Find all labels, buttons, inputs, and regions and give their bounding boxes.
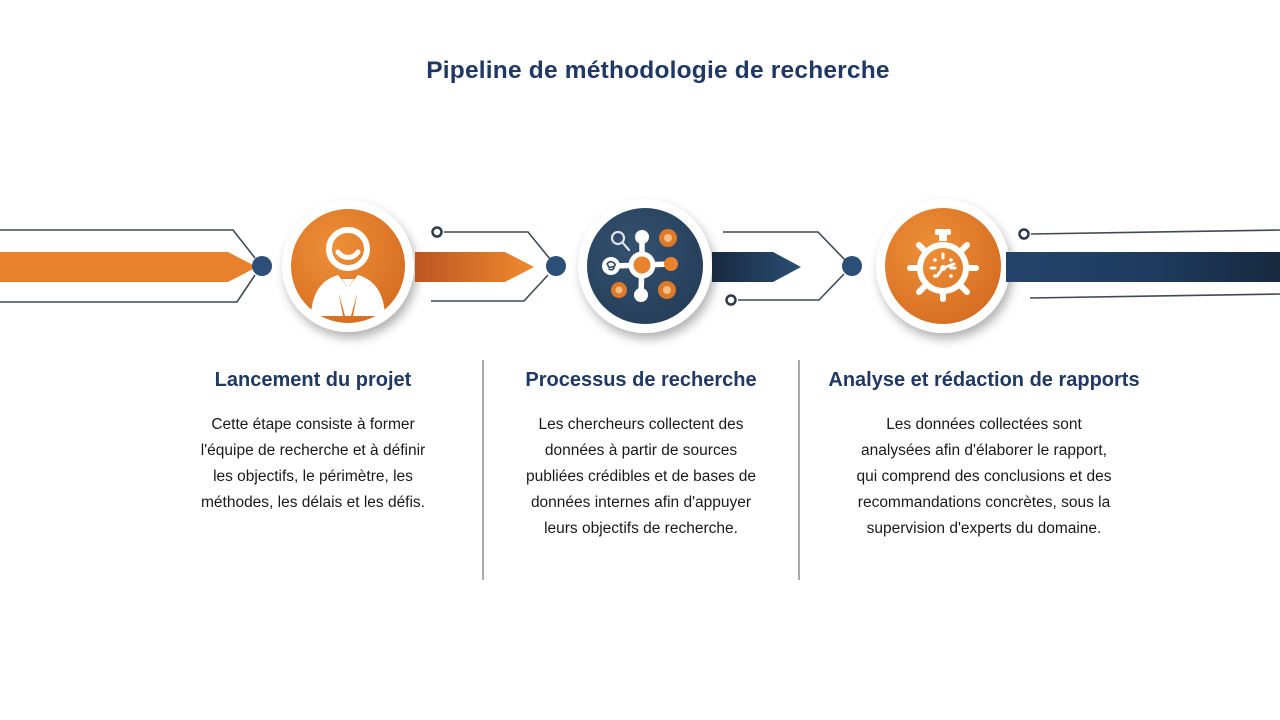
stage-heading: Lancement du projet (214, 369, 412, 391)
connector-segment-2 (415, 226, 566, 302)
stage-circle-analyse (876, 199, 1010, 333)
orange-arrow-bar (415, 252, 534, 282)
connector-dot (252, 256, 272, 276)
column-divider (482, 360, 484, 580)
research-network-icon (602, 229, 678, 302)
connector-ring (1018, 228, 1030, 240)
connector-segment-4 (1006, 228, 1280, 299)
connector-ring (431, 226, 443, 238)
column-divider (798, 360, 800, 580)
navy-exit-bar (1006, 252, 1280, 282)
page-title: Pipeline de méthodologie de recherche (426, 57, 890, 84)
stage-column-lancement: Lancement du projet Cette étape consiste… (165, 368, 461, 516)
businessman-icon (311, 227, 385, 316)
stage-body: Les données collectées sont analysées af… (856, 416, 1112, 537)
stage-circle-processus (578, 199, 712, 333)
stage-circle-lancement (282, 200, 414, 332)
stage-column-processus: Processus de recherche Les chercheurs co… (497, 368, 785, 541)
stage-body: Les chercheurs collectent des données à … (525, 416, 757, 537)
connector-dot (546, 256, 566, 276)
stage-heading: Processus de recherche (525, 369, 757, 391)
stage-heading: Analyse et rédaction de rapports (828, 369, 1140, 391)
connector-dot (842, 256, 862, 276)
stage-column-analyse: Analyse et rédaction de rapports Les don… (801, 368, 1167, 541)
navy-arrow-bar (712, 252, 801, 282)
stage-body: Cette étape consiste à former l'équipe d… (200, 416, 426, 511)
stage-descriptions: Lancement du projet Cette étape consiste… (0, 360, 1280, 598)
connector-segment-1 (0, 229, 272, 303)
orange-arrow-bar (0, 252, 257, 282)
stopwatch-icon (907, 229, 979, 302)
magnifier-glyph (610, 230, 631, 252)
pipeline-diagram (0, 199, 1280, 333)
connector-ring (725, 294, 737, 306)
connector-segment-3 (712, 231, 862, 306)
